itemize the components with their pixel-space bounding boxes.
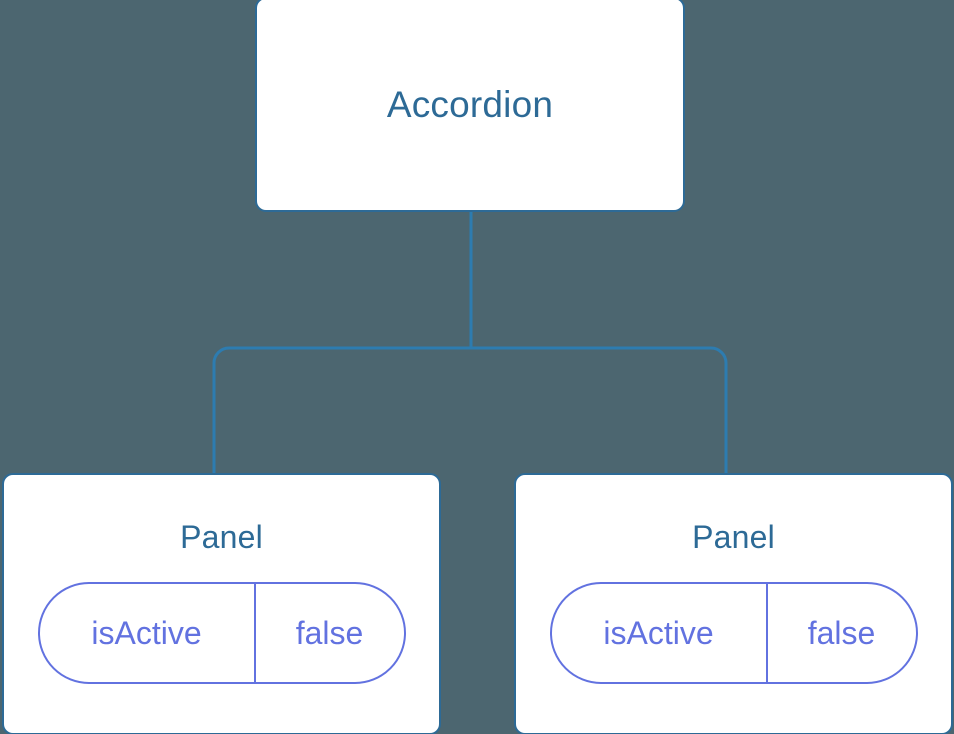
prop-value: false bbox=[295, 615, 364, 651]
prop-value: false bbox=[807, 615, 876, 651]
prop-badge-isactive[interactable]: isActive false bbox=[37, 582, 406, 684]
prop-key: isActive bbox=[40, 584, 256, 682]
node-root-accordion[interactable]: Accordion bbox=[255, 0, 685, 212]
node-child-panel-1[interactable]: Panel isActive false bbox=[2, 473, 441, 734]
node-root-title: Accordion bbox=[386, 84, 554, 125]
prop-badge-isactive[interactable]: isActive false bbox=[549, 582, 918, 684]
prop-key: isActive bbox=[552, 584, 768, 682]
connector-bus-right bbox=[471, 346, 728, 473]
node-child-title: Panel bbox=[180, 519, 263, 555]
node-child-title: Panel bbox=[692, 519, 775, 555]
node-child-panel-2[interactable]: Panel isActive false bbox=[514, 473, 953, 734]
connector-bus-left bbox=[212, 346, 471, 473]
